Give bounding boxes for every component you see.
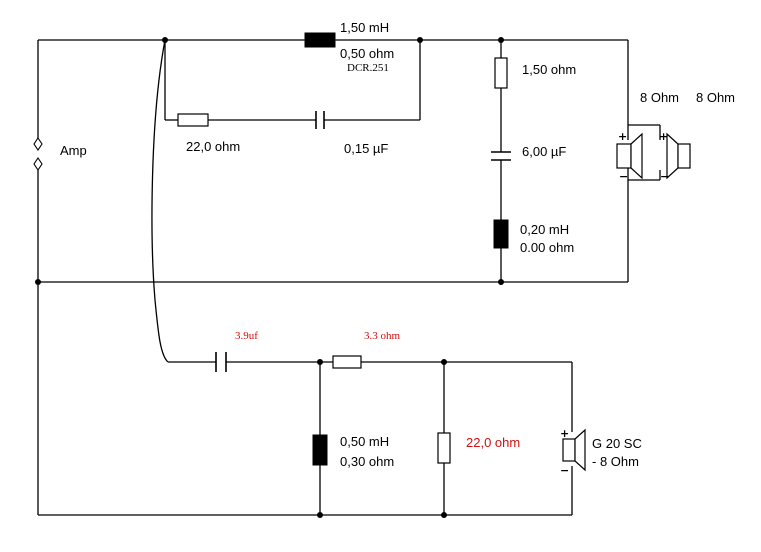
speaker-2-plus: + <box>659 130 668 143</box>
amp-terminals <box>33 137 43 171</box>
speaker-2-minus: − <box>660 170 669 183</box>
woofer-speaker-icon[interactable] <box>562 428 586 472</box>
resistor-woofer-shunt[interactable] <box>437 432 451 464</box>
inductor-main[interactable] <box>304 32 336 48</box>
amp-terminal-negative[interactable] <box>33 157 43 171</box>
inductor-main-dcr: 0,50 ohm <box>340 46 394 61</box>
capacitor-zobel-value: 0,15 µF <box>344 141 388 156</box>
capacitor-woofer-value: 3.9uf <box>235 330 258 342</box>
speaker-1-impedance: 8 Ohm <box>640 90 679 105</box>
inductor-tweeter[interactable] <box>493 219 509 249</box>
capacitor-woofer[interactable] <box>215 352 227 372</box>
speaker-1-minus: − <box>619 170 628 183</box>
capacitor-tweeter-value: 6,00 µF <box>522 144 566 159</box>
woofer-impedance: - 8 Ohm <box>592 454 639 469</box>
inductor-woofer[interactable] <box>312 434 328 466</box>
inductor-main-value: 1,50 mH <box>340 20 389 35</box>
resistor-zobel[interactable] <box>177 113 209 127</box>
speaker-1-icon[interactable] <box>616 132 643 180</box>
resistor-zobel-value: 22,0 ohm <box>186 139 240 154</box>
woofer-name: G 20 SC <box>592 436 642 451</box>
inductor-tweeter-value: 0,20 mH <box>520 222 569 237</box>
speaker-2-impedance: 8 Ohm <box>696 90 735 105</box>
resistor-woofer-series-value: 3.3 ohm <box>364 330 401 342</box>
inductor-woofer-value: 0,50 mH <box>340 434 389 449</box>
resistor-woofer-series[interactable] <box>332 355 362 369</box>
resistor-tweeter-value: 1,50 ohm <box>522 62 576 77</box>
woofer-plus: + <box>560 427 569 440</box>
speaker-2-icon[interactable] <box>666 132 691 180</box>
resistor-tweeter-series[interactable] <box>494 57 508 89</box>
upper-section-wires <box>37 39 661 515</box>
capacitor-tweeter[interactable] <box>491 151 511 161</box>
jumper-wire <box>151 39 169 363</box>
inductor-main-dcr-note: DCR.251 <box>347 62 389 74</box>
junction-nodes <box>35 37 504 518</box>
lower-section-wires <box>38 361 573 516</box>
amp-label: Amp <box>60 143 87 158</box>
woofer-minus: − <box>560 464 569 477</box>
resistor-woofer-shunt-value: 22,0 ohm <box>466 435 520 450</box>
amp-terminal-positive[interactable] <box>33 137 43 151</box>
inductor-tweeter-dcr: 0.00 ohm <box>520 240 574 255</box>
capacitor-zobel[interactable] <box>315 111 325 129</box>
speaker-1-plus: + <box>618 130 627 143</box>
inductor-woofer-dcr: 0,30 ohm <box>340 454 394 469</box>
